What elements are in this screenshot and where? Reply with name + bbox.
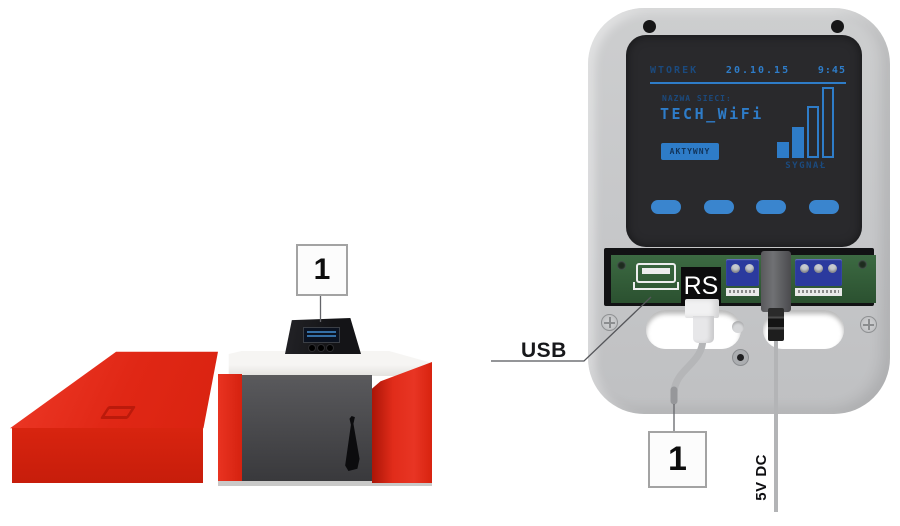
case-dot xyxy=(732,321,744,333)
signal-bar xyxy=(807,106,819,158)
boiler-top-panel xyxy=(228,351,432,376)
screen-date: 20.10.15 xyxy=(725,65,791,76)
boiler-hopper-front xyxy=(12,428,203,483)
pcb-screw-icon xyxy=(858,260,867,269)
case-screw-icon xyxy=(601,314,618,331)
controller-module xyxy=(285,318,361,354)
terminal-pin xyxy=(814,264,823,273)
case-screw-icon xyxy=(860,316,877,333)
terminal-pin xyxy=(800,264,809,273)
usb-icon-leg xyxy=(633,282,635,288)
usb-icon-base xyxy=(633,288,679,290)
network-name: TECH_WiFi xyxy=(660,105,764,123)
boiler-base xyxy=(218,481,432,486)
power-connector xyxy=(768,308,784,341)
network-label: NAZWA SIECI: xyxy=(662,94,732,103)
callout-box-cable: 1 xyxy=(648,431,707,488)
usb-callout-label: USB xyxy=(521,339,567,362)
power-jack xyxy=(761,251,791,312)
status-badge: AKTYWNY xyxy=(661,143,719,160)
usb-socket-outline xyxy=(636,263,676,283)
soft-key xyxy=(651,200,681,214)
signal-bar xyxy=(822,87,834,158)
module-screen xyxy=(303,327,340,343)
module-knob xyxy=(327,345,333,351)
boiler-left-pillar xyxy=(218,374,242,483)
callout-box-module: 1 xyxy=(296,244,348,296)
terminal-sticker xyxy=(795,288,842,296)
screen-divider xyxy=(650,82,846,84)
boiler-figure xyxy=(10,318,450,490)
signal-bar xyxy=(777,142,789,158)
boiler-right-pillar xyxy=(372,362,432,483)
signal-bars xyxy=(777,87,837,158)
display-panel: WTOREK 20.10.15 9:45 NAZWA SIECI: TECH_W… xyxy=(626,35,862,247)
terminal-sticker xyxy=(726,288,759,296)
screen-time: 9:45 xyxy=(817,65,846,76)
usb-icon-leg xyxy=(677,282,679,288)
soft-key xyxy=(703,200,734,214)
terminal-2pin xyxy=(726,259,759,286)
power-callout-label: 5V DC xyxy=(753,454,770,501)
mounting-hole xyxy=(732,349,749,366)
usb-socket-tongue xyxy=(642,268,670,274)
rs-plug-housing xyxy=(685,299,719,318)
pcb-screw-icon xyxy=(617,261,626,270)
screen-header: WTOREK 20.10.15 9:45 xyxy=(650,65,846,76)
terminal-pin xyxy=(745,264,754,273)
signal-label: SYGNAŁ xyxy=(785,161,827,171)
soft-key xyxy=(808,200,839,214)
screw-hole-icon xyxy=(831,20,844,33)
device-case: WTOREK 20.10.15 9:45 NAZWA SIECI: TECH_W… xyxy=(588,8,890,414)
usb-port-icon xyxy=(633,263,679,295)
screw-hole-icon xyxy=(643,20,656,33)
module-knob xyxy=(309,345,315,351)
screen-day: WTOREK xyxy=(650,65,699,76)
module-knob xyxy=(318,345,324,351)
signal-bar xyxy=(792,127,804,158)
soft-key xyxy=(756,200,787,214)
terminal-3pin xyxy=(795,259,842,286)
terminal-pin xyxy=(828,264,837,273)
soft-keys xyxy=(651,200,839,214)
terminal-pin xyxy=(731,264,740,273)
pcb-board: RS xyxy=(611,251,876,312)
rs-plug xyxy=(693,316,714,343)
